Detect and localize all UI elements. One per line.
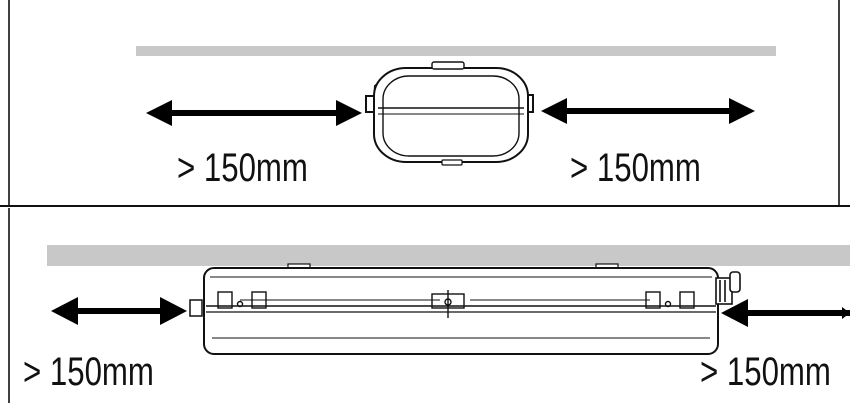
ceiling-bar-bottom <box>47 245 850 266</box>
clearance-arrow-bottom-left <box>51 297 187 325</box>
clearance-label-top-right: > 150mm <box>570 145 701 190</box>
fixture-clips <box>217 290 695 318</box>
clearance-label-bottom-left: > 150mm <box>23 349 154 394</box>
top-panel: > 150mm > 150mm <box>136 46 776 190</box>
ceiling-bar-top <box>136 46 776 56</box>
clearance-arrow-bottom-right <box>721 299 850 327</box>
clearance-label-bottom-right: > 150mm <box>700 349 831 394</box>
clearance-label-top-left: > 150mm <box>177 145 308 190</box>
clearance-arrow-top-right <box>541 98 755 124</box>
fixture-end-view <box>365 61 534 166</box>
clearance-arrow-top-left <box>146 100 362 126</box>
fixture-side-view <box>189 263 719 355</box>
bottom-panel: > 150mm > 150mm <box>23 245 850 394</box>
cable-gland-icon <box>715 271 741 305</box>
